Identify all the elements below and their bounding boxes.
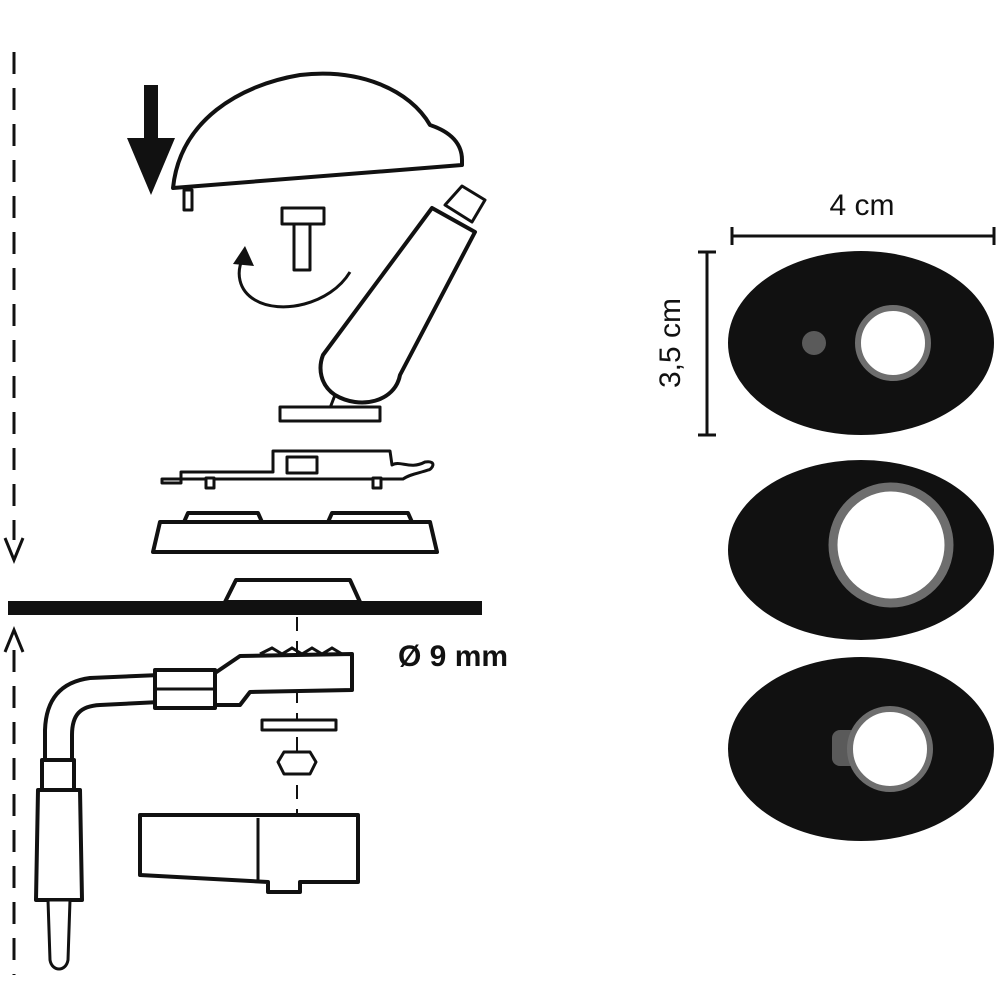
- base-gasket: [151, 511, 439, 554]
- base-variant-large-hole: [728, 460, 994, 640]
- hole-diameter-label: Ø 9 mm: [398, 640, 508, 673]
- washer: [260, 718, 338, 732]
- antenna-mast: [278, 184, 487, 423]
- screw: [280, 206, 326, 272]
- amplifier-housing: [138, 813, 360, 894]
- height-dimension: 3,5 cm: [654, 250, 716, 437]
- height-label: 3,5 cm: [654, 298, 687, 388]
- antenna-cable: [34, 646, 354, 971]
- contact-plate: [160, 449, 435, 490]
- roof-panel: [8, 578, 482, 615]
- press-down-arrow-icon: [127, 85, 175, 195]
- width-dimension: 4 cm: [730, 189, 996, 245]
- nut: [276, 750, 318, 776]
- antenna-cover: [171, 71, 464, 212]
- down-dashed-arrow: [3, 52, 25, 564]
- base-variant-notched-hole: [728, 657, 994, 841]
- width-label: 4 cm: [829, 189, 894, 222]
- up-dashed-arrow: [3, 626, 25, 975]
- base-variant-small-hole: [728, 251, 994, 435]
- rotate-arrow-icon: [233, 246, 352, 309]
